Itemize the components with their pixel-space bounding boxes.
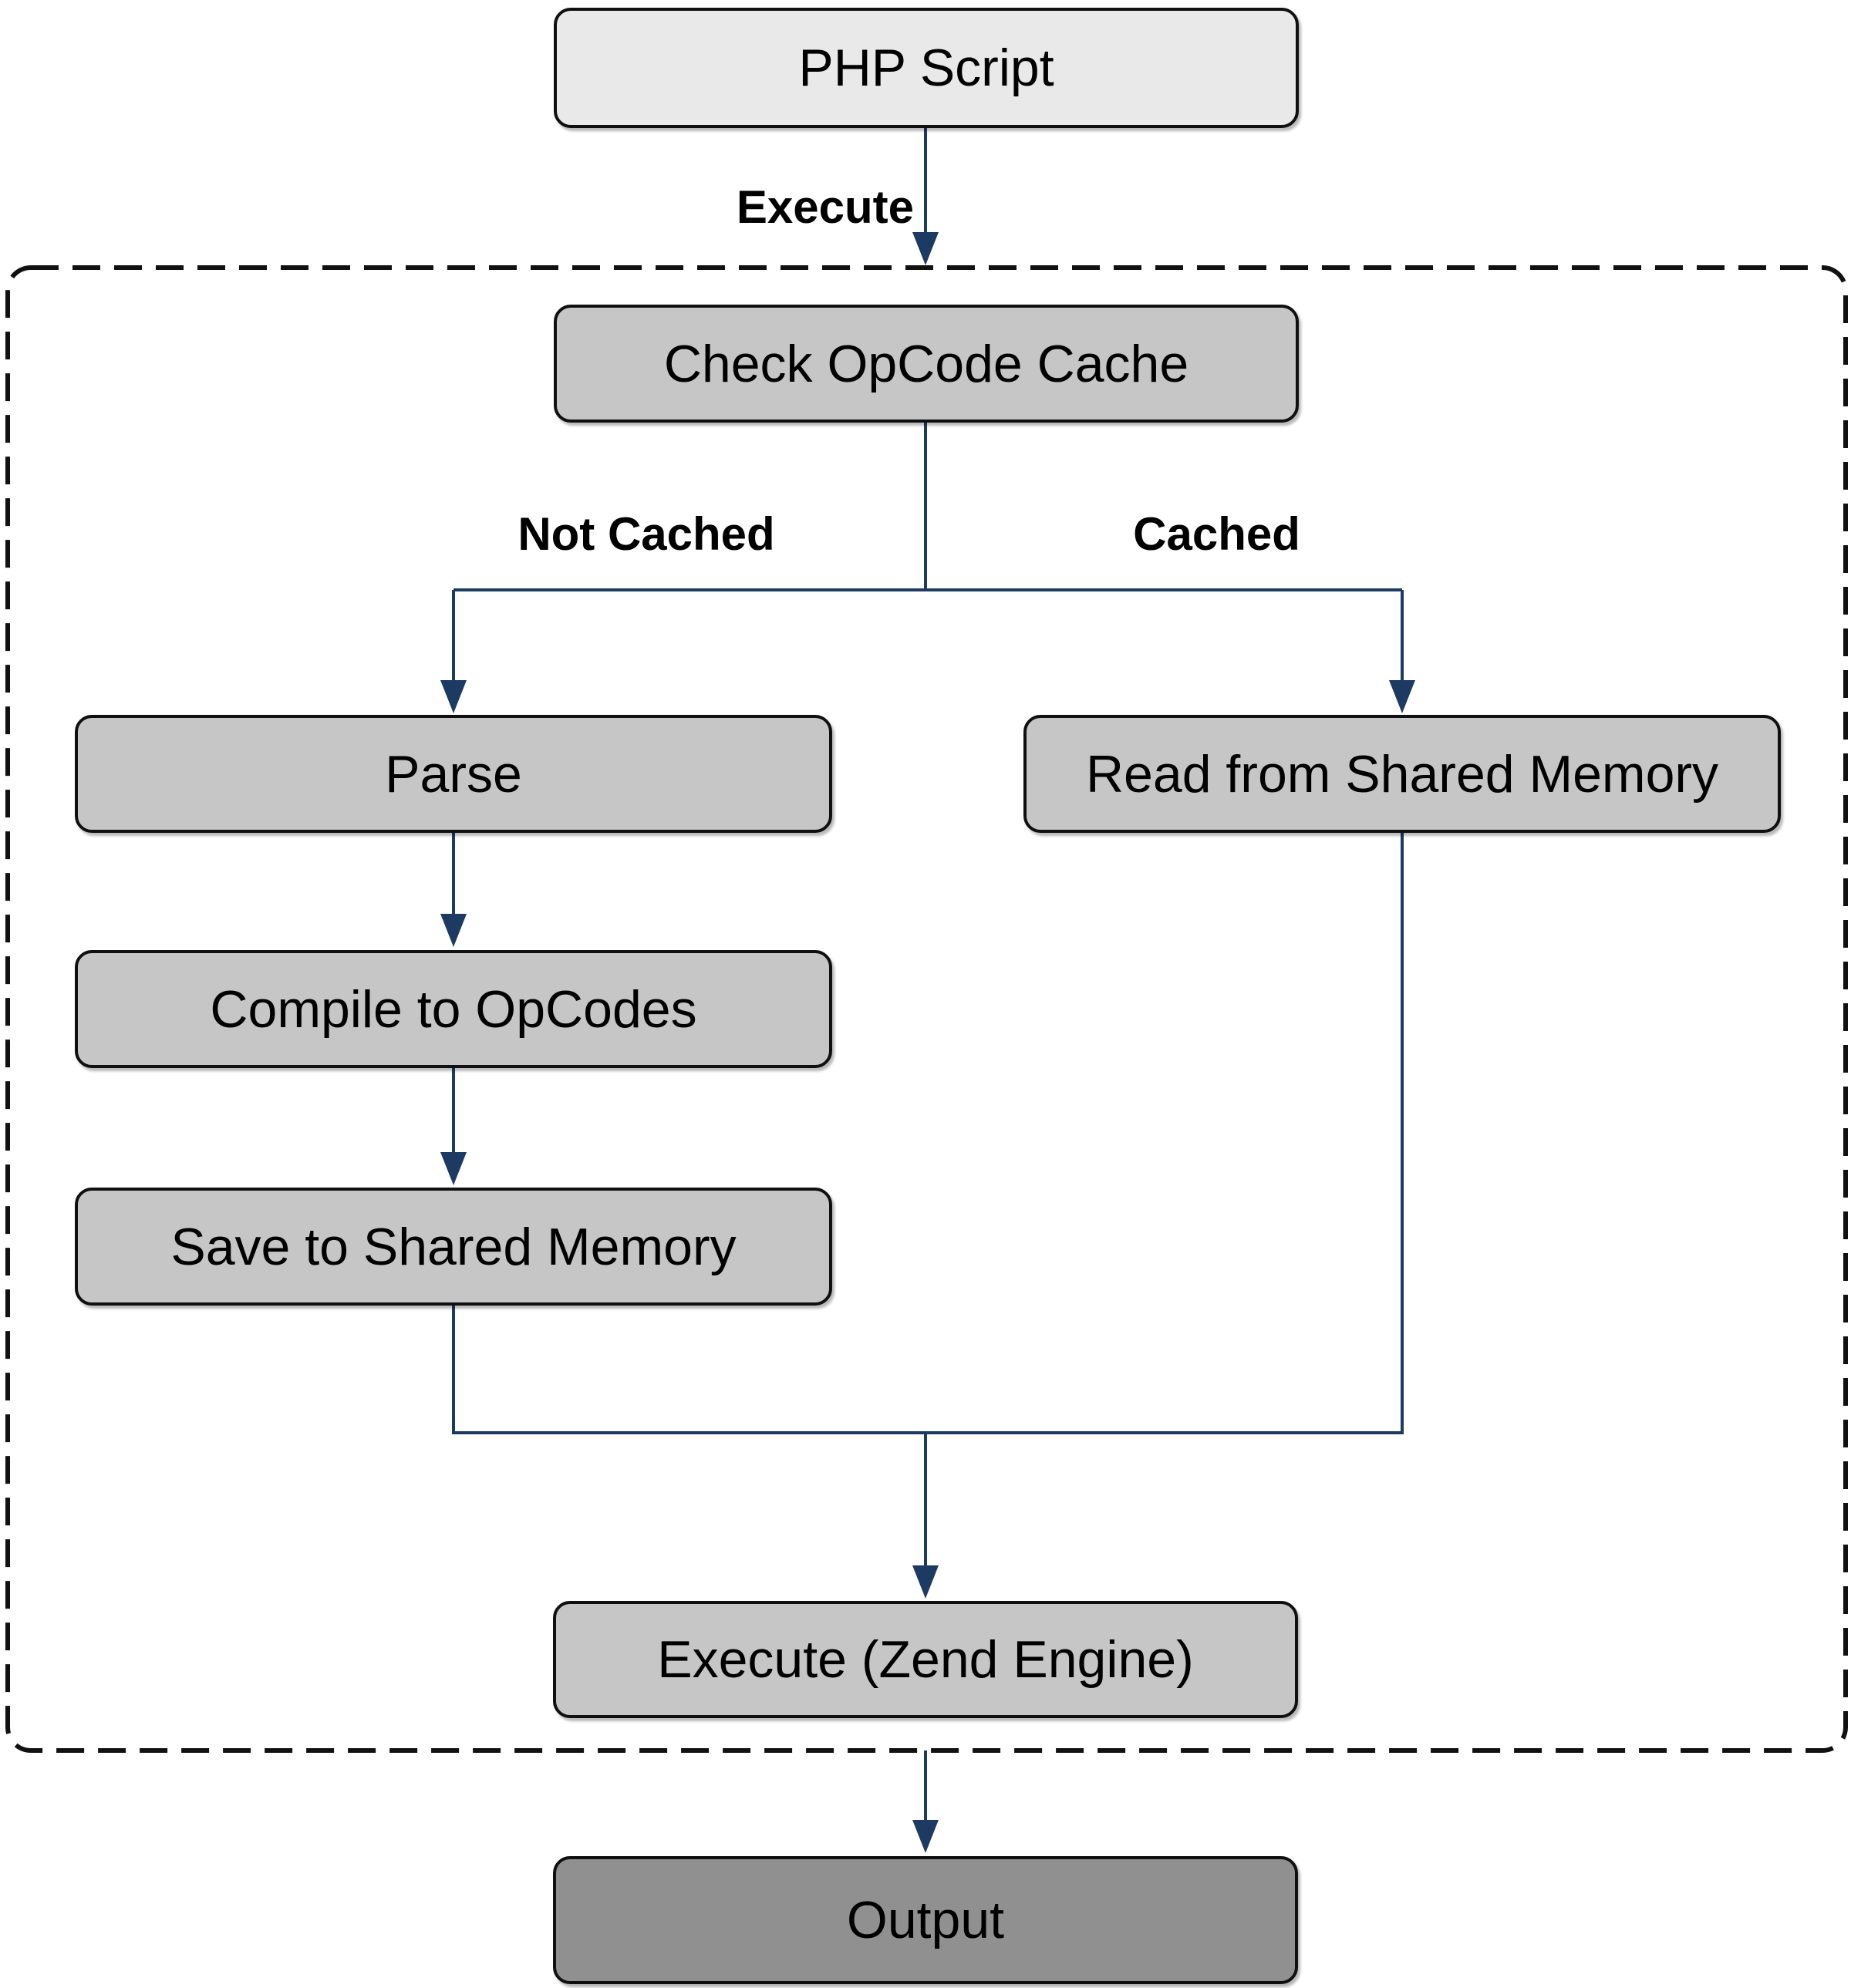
edge-boundary-to-output <box>912 1750 939 1853</box>
arrowhead-down-icon <box>1389 680 1415 713</box>
node-compile-to-opcodes: Compile to OpCodes <box>75 950 832 1068</box>
arrowhead-down-icon <box>912 1820 939 1853</box>
edge-parse-to-compile <box>440 833 467 947</box>
node-php-script: PHP Script <box>554 8 1299 128</box>
arrowhead-down-icon <box>440 680 467 713</box>
node-save-to-shared-memory: Save to Shared Memory <box>75 1188 832 1306</box>
edge-label-execute: Execute <box>736 181 914 233</box>
node-parse: Parse <box>75 715 832 833</box>
node-output-label: Output <box>846 1891 1005 1949</box>
edge-phpscript-to-boundary <box>912 128 939 265</box>
node-check-opcode-cache-label: Check OpCode Cache <box>663 334 1189 393</box>
node-output: Output <box>553 1856 1298 1984</box>
arrowhead-down-icon <box>440 914 467 947</box>
node-save-to-shared-memory-label: Save to Shared Memory <box>170 1217 737 1276</box>
node-read-from-shared-memory-label: Read from Shared Memory <box>1085 744 1719 804</box>
edge-label-not-cached: Not Cached <box>518 508 775 560</box>
node-read-from-shared-memory: Read from Shared Memory <box>1023 715 1781 833</box>
node-execute-zend-engine-label: Execute (Zend Engine) <box>657 1630 1194 1689</box>
node-compile-to-opcodes-label: Compile to OpCodes <box>210 979 697 1039</box>
node-php-script-label: PHP Script <box>798 39 1054 97</box>
edge-compile-to-save <box>440 1068 467 1185</box>
node-parse-label: Parse <box>385 744 522 804</box>
node-execute-zend-engine: Execute (Zend Engine) <box>553 1601 1298 1718</box>
edge-check-branch <box>440 423 1415 713</box>
arrowhead-down-icon <box>912 232 939 265</box>
arrowhead-down-icon <box>912 1565 939 1599</box>
node-check-opcode-cache: Check OpCode Cache <box>554 305 1299 423</box>
edge-label-cached: Cached <box>1133 508 1300 560</box>
arrowhead-down-icon <box>440 1152 467 1185</box>
